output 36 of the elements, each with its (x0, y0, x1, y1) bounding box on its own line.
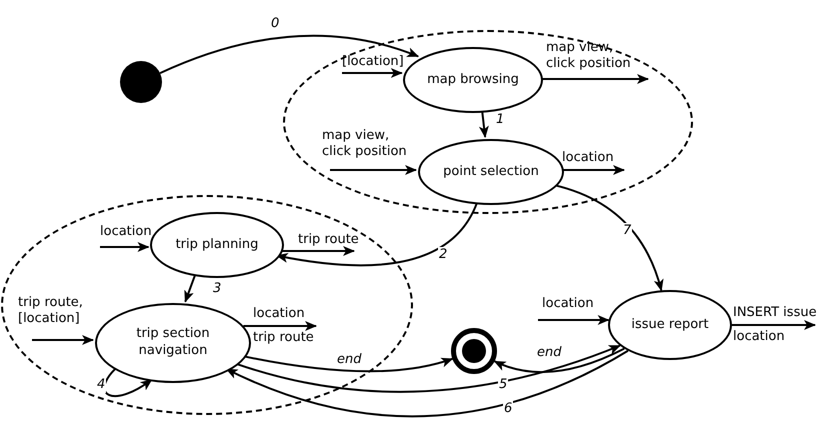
edge-label: location trip route (253, 305, 315, 347)
edge-label: trip route (298, 232, 359, 248)
transition-arrow (562, 165, 625, 175)
transition-arrow (540, 74, 649, 84)
edge-label: location (562, 150, 614, 166)
edge-label: INSERT issue location (733, 304, 818, 346)
group-ellipse (283, 30, 693, 214)
transition-arrow (104, 368, 152, 398)
transition-arrow (226, 350, 628, 417)
transition-arrow (494, 348, 625, 374)
state-name: map browsing (427, 72, 519, 88)
edge-label: location (542, 296, 594, 312)
edge-label: location (100, 224, 152, 240)
state-name: point selection (443, 164, 539, 180)
edge-label: trip route, [location] (18, 295, 84, 328)
transition-arrow (330, 165, 417, 175)
transition-arrow (160, 34, 420, 74)
edge-label: 4 (96, 377, 106, 394)
edge-label: map view, click position (546, 40, 632, 72)
transition-arrow (342, 68, 403, 78)
group-ellipse (1, 195, 413, 415)
transition-arrow (32, 335, 94, 345)
transition-arrow (554, 184, 664, 292)
transition-arrow (478, 110, 489, 138)
state-name: issue report (631, 316, 709, 334)
state-name: trip section navigation (135, 326, 211, 360)
transition-arrow (538, 315, 610, 325)
edge-label: [location] (342, 54, 404, 70)
state-name: trip planning (176, 236, 258, 254)
transition-arrow (235, 344, 621, 393)
final-state (451, 328, 497, 374)
edge-label: map view, click position (322, 128, 408, 160)
transition-arrow (243, 321, 317, 331)
initial-state (120, 61, 162, 103)
transition-arrow (100, 242, 150, 252)
transition-arrow (732, 320, 816, 330)
